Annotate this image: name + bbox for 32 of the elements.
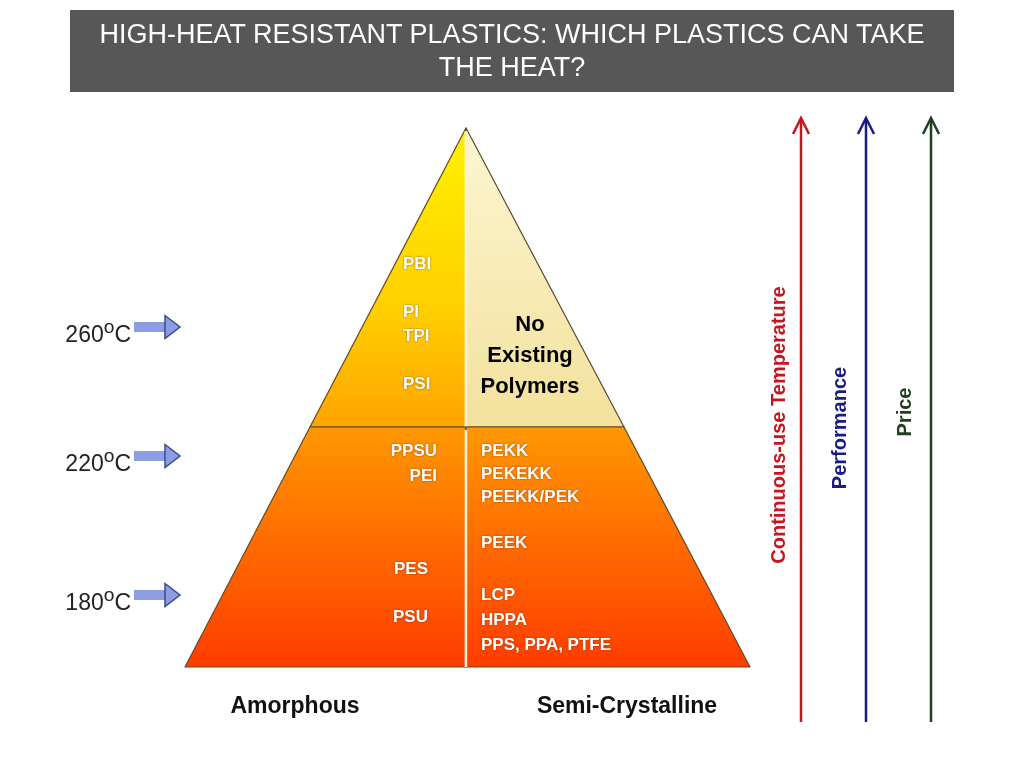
column-heading: Semi-Crystalline: [536, 691, 718, 719]
polymer-name: TPI: [403, 326, 430, 346]
arrow-label: Performance: [827, 366, 851, 490]
region-label: No Existing Polymers: [479, 309, 581, 400]
temperature-label: 180$^{o}$C: [65, 581, 131, 609]
polymer-name: PBI: [403, 254, 432, 274]
polymer-name: PEEKK/PEK: [481, 487, 580, 507]
title-heading: HIGH-HEAT RESISTANT PLASTICS: WHICH PLASTICS CAN TAKE THE HEAT?: [70, 10, 954, 92]
arrow-label: Continuous-use Temperature: [766, 286, 790, 564]
temperature-label: 220$^{o}$C: [65, 442, 131, 470]
column-heading: Amorphous: [230, 691, 360, 719]
block-arrow: [134, 443, 181, 469]
polymer-name: PSI: [403, 374, 431, 394]
polymer-name: PES: [393, 559, 428, 579]
block-arrow: [134, 582, 181, 608]
polymer-name: PEKK: [481, 441, 529, 461]
pyramid-section: [310, 128, 466, 427]
polymer-name: PEI: [409, 466, 437, 486]
polymer-name: PI: [403, 302, 420, 322]
polymer-name: PPSU: [390, 441, 437, 461]
block-arrow: [134, 314, 181, 340]
pyramid-section: [185, 427, 466, 667]
polymer-name: PSU: [393, 607, 428, 627]
pyramid-section: [466, 128, 624, 427]
polymer-name: HPPA: [481, 610, 527, 630]
polymer-name: LCP: [481, 585, 515, 605]
polymer-name: PPS, PPA, PTFE: [481, 635, 612, 655]
polymer-name: PEKEKK: [481, 464, 552, 484]
polymer-name: PEEK: [481, 533, 528, 553]
pyramid-section: [466, 427, 750, 667]
arrow-label: Price: [892, 387, 916, 437]
temperature-label: 260$^{o}$C: [65, 313, 131, 341]
